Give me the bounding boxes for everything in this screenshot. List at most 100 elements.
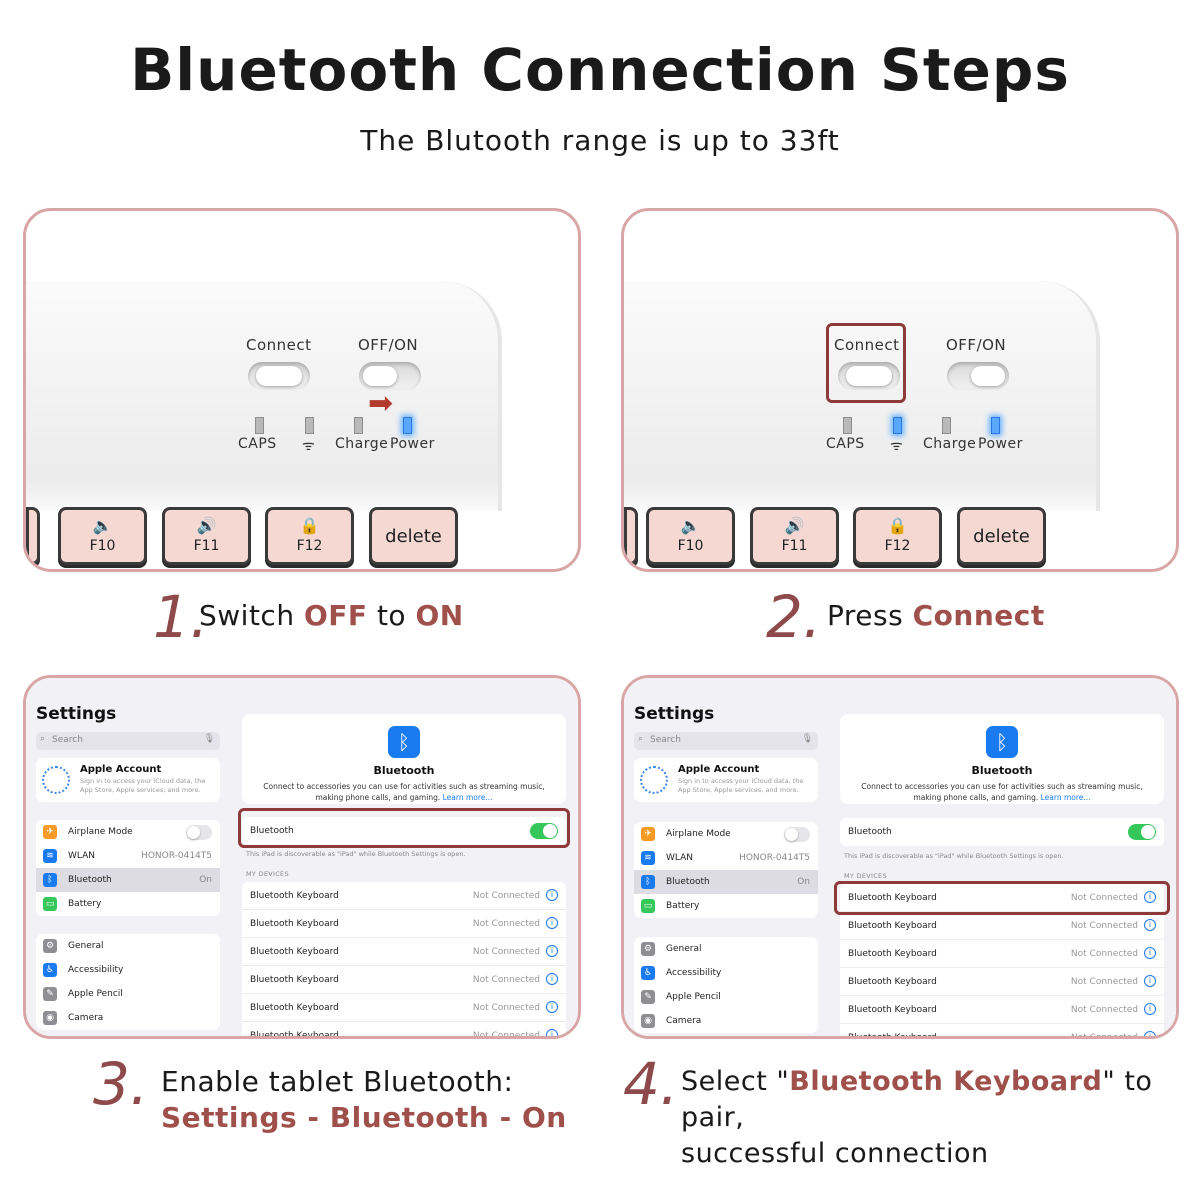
bluetooth-toggle[interactable]: [530, 823, 558, 839]
info-icon: i: [546, 1029, 558, 1036]
power-led: [991, 417, 1000, 434]
step4-panel: Settings ⌕Search🎙 Apple Account Sign in …: [621, 675, 1179, 1039]
caps-label: CAPS: [826, 436, 865, 452]
sidebar-item-general[interactable]: ⚙General: [36, 934, 220, 958]
info-icon: i: [546, 917, 558, 929]
accessibility-icon: ♿: [43, 963, 57, 977]
sidebar-item-general[interactable]: ⚙General: [634, 937, 818, 961]
connect-label: Connect: [834, 336, 900, 354]
step1-text: Switch OFF to ON: [199, 599, 464, 632]
settings-title: Settings: [634, 704, 715, 724]
lock-icon: 🔒: [887, 516, 908, 535]
search-icon: ⌕: [638, 734, 644, 744]
sidebar-item-battery[interactable]: ▭Battery: [36, 892, 220, 916]
info-icon: i: [546, 973, 558, 985]
info-icon: i: [546, 945, 558, 957]
key-f11[interactable]: 🔊F11: [162, 507, 251, 565]
search-icon: ⌕: [40, 734, 46, 744]
learn-more-link[interactable]: Learn more...: [442, 793, 493, 802]
connect-button[interactable]: [248, 362, 310, 390]
power-label: Power: [978, 436, 1023, 452]
accessibility-icon: ♿: [641, 966, 655, 980]
sidebar-item-battery[interactable]: ▭Battery: [634, 894, 818, 918]
volume-up-icon: 🔊: [784, 516, 805, 535]
step3-panel: Settings ⌕Search🎙 Apple Account Sign in …: [23, 675, 581, 1039]
sidebar-item-camera[interactable]: ◉Camera: [634, 1009, 818, 1033]
offon-label: OFF/ON: [946, 336, 1007, 354]
apple-account-row[interactable]: Apple Account Sign in to access your iCl…: [634, 758, 818, 802]
sidebar-item-accessibility[interactable]: ♿Accessibility: [36, 958, 220, 982]
sidebar-item-airplane[interactable]: ✈Airplane Mode: [634, 822, 818, 846]
step1-number: 1.: [153, 583, 209, 651]
key-f12[interactable]: 🔒F12: [265, 507, 354, 565]
key-partial[interactable]: [26, 507, 40, 565]
info-icon: i: [1144, 919, 1156, 931]
charge-led: [354, 417, 363, 434]
bluetooth-toggle-row[interactable]: Bluetooth: [242, 817, 566, 845]
bluetooth-toggle-row[interactable]: Bluetooth: [840, 818, 1164, 846]
charge-label: Charge: [923, 436, 977, 452]
power-switch[interactable]: [947, 362, 1009, 390]
airplane-toggle: [186, 825, 212, 840]
lock-icon: 🔒: [299, 516, 320, 535]
connect-button[interactable]: [838, 362, 900, 390]
wifi-icon: ᯤ: [890, 438, 904, 454]
wifi-led: [305, 417, 314, 434]
power-label: Power: [390, 436, 435, 452]
power-led: [403, 417, 412, 434]
search-input[interactable]: ⌕Search🎙: [634, 732, 818, 750]
sidebar-item-pencil[interactable]: ✎Apple Pencil: [634, 985, 818, 1009]
mic-icon: 🎙: [203, 734, 215, 744]
sidebar-item-airplane[interactable]: ✈Airplane Mode: [36, 820, 220, 844]
key-delete[interactable]: delete: [369, 507, 458, 565]
settings-title: Settings: [36, 704, 117, 724]
key-f11[interactable]: 🔊F11: [750, 507, 839, 565]
step2-panel: Connect OFF/ON CAPS ᯤ Charge Power 🔈F10 …: [621, 208, 1179, 572]
step3-number: 3.: [93, 1050, 149, 1118]
apple-logo-icon: [640, 766, 668, 794]
info-icon: i: [1144, 891, 1156, 903]
volume-down-icon: 🔈: [92, 516, 113, 535]
bluetooth-card: ᛒ Bluetooth Connect to accessories you c…: [242, 714, 566, 804]
key-f10[interactable]: 🔈F10: [58, 507, 147, 565]
bluetooth-card: ᛒ Bluetooth Connect to accessories you c…: [840, 714, 1164, 804]
key-f12[interactable]: 🔒F12: [853, 507, 942, 565]
airplane-toggle: [784, 827, 810, 842]
learn-more-link[interactable]: Learn more...: [1040, 793, 1091, 802]
key-delete[interactable]: delete: [957, 507, 1046, 565]
pencil-icon: ✎: [641, 990, 655, 1004]
key-partial[interactable]: [624, 507, 638, 565]
bluetooth-toggle[interactable]: [1128, 824, 1156, 840]
sidebar-item-camera[interactable]: ◉Camera: [36, 1006, 220, 1030]
wifi-led: [893, 417, 902, 434]
pencil-icon: ✎: [43, 987, 57, 1001]
step2-number: 2.: [766, 583, 822, 651]
general-group: ⚙General ♿Accessibility ✎Apple Pencil ◉C…: [36, 934, 220, 1030]
airplane-icon: ✈: [43, 825, 57, 839]
bluetooth-icon: ᛒ: [43, 873, 57, 887]
search-input[interactable]: ⌕Search🎙: [36, 732, 220, 750]
sidebar-item-accessibility[interactable]: ♿Accessibility: [634, 961, 818, 985]
bluetooth-icon: ᛒ: [641, 875, 655, 889]
key-f10[interactable]: 🔈F10: [646, 507, 735, 565]
sidebar-item-pencil[interactable]: ✎Apple Pencil: [36, 982, 220, 1006]
power-switch[interactable]: [359, 362, 421, 390]
apple-account-row[interactable]: Apple Account Sign in to access your iCl…: [36, 758, 220, 802]
